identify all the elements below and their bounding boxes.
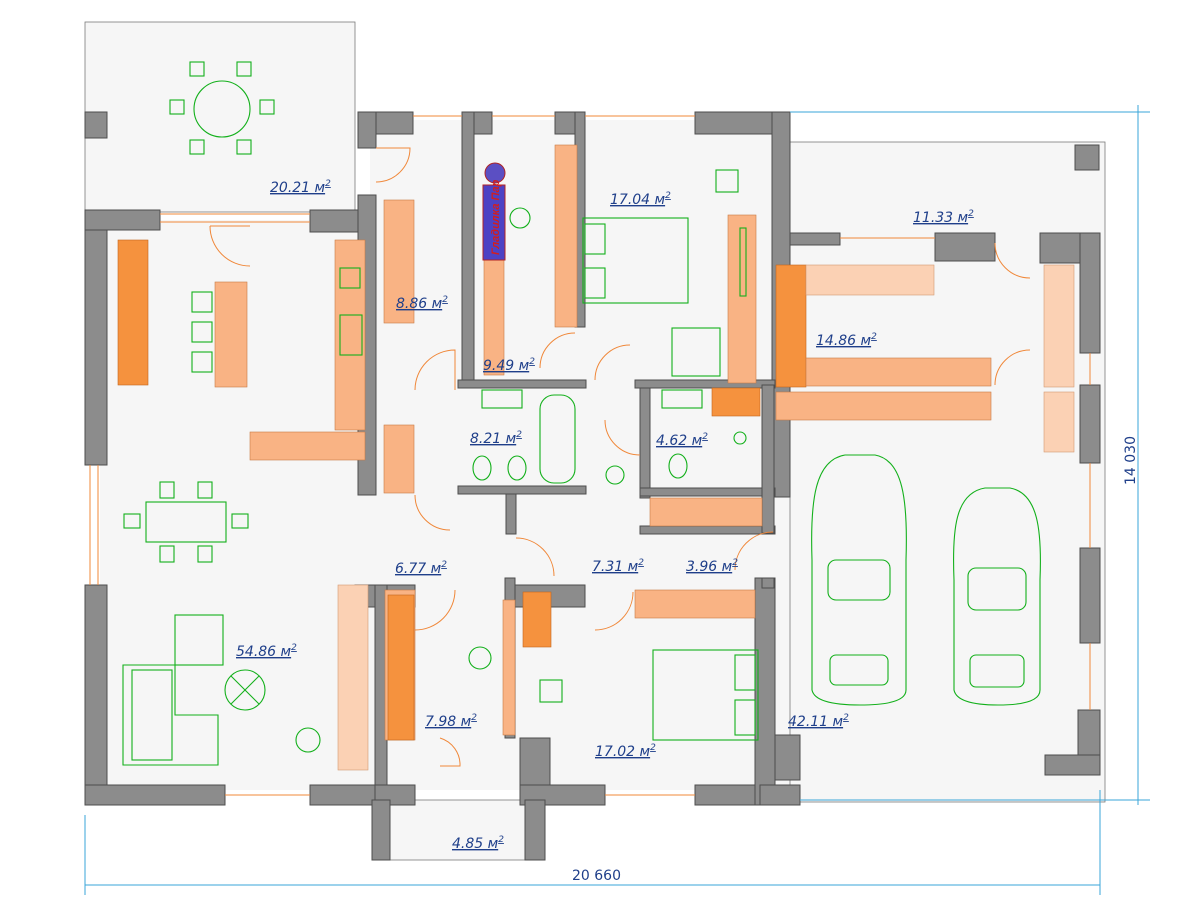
floors bbox=[84, 21, 1106, 861]
area-label-closet: 3.96 м2 bbox=[686, 558, 738, 575]
area-label-corridor: 7.31 м2 bbox=[592, 558, 644, 575]
area-label-garage-room: 14.86 м2 bbox=[816, 332, 877, 349]
height-dimension: 14 030 bbox=[1123, 436, 1139, 485]
laundry-sign: Гладилка Пар bbox=[482, 179, 506, 261]
area-label-porch: 4.85 м2 bbox=[452, 835, 504, 852]
area-label-hall: 6.77 м2 bbox=[395, 560, 447, 577]
area-label-wc: 4.62 м2 bbox=[656, 432, 708, 449]
area-label-garage-store: 11.33 м2 bbox=[913, 209, 974, 226]
area-label-bedroom-1: 17.04 м2 bbox=[610, 191, 671, 208]
cabinets bbox=[117, 144, 1075, 771]
windows bbox=[89, 115, 1091, 796]
doors bbox=[209, 147, 1031, 767]
area-label-kitchen-hall: 8.86 м2 bbox=[396, 295, 448, 312]
width-dimension: 20 660 bbox=[572, 868, 621, 884]
area-label-bedroom-2: 17.02 м2 bbox=[595, 743, 656, 760]
area-labels: 20.21 м2 54.86 м2 8.86 м2 9.49 м2 17.04 м2 8.… bbox=[236, 179, 974, 852]
sign-text: Гладилка Пар bbox=[490, 179, 502, 255]
furniture bbox=[122, 61, 1041, 766]
area-label-terrace: 20.21 м2 bbox=[270, 179, 331, 196]
area-label-study: 7.98 м2 bbox=[425, 713, 477, 730]
dimension-lines bbox=[84, 105, 1150, 895]
area-label-bath: 8.21 м2 bbox=[470, 430, 522, 447]
area-label-garage: 42.11 м2 bbox=[788, 713, 849, 730]
area-label-laundry: 9.49 м2 bbox=[483, 357, 535, 374]
area-label-living: 54.86 м2 bbox=[236, 643, 297, 660]
